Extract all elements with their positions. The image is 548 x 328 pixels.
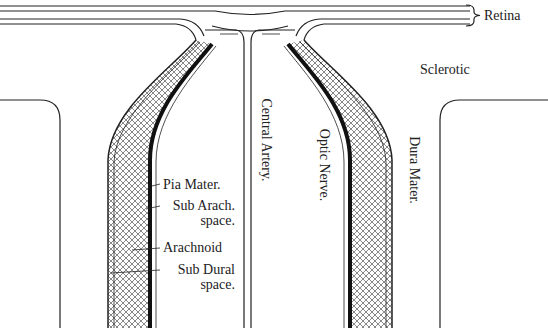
layer-label: Sub Dural space. xyxy=(163,262,235,292)
leader-line xyxy=(111,270,160,273)
retina-layer xyxy=(304,24,470,40)
bracket xyxy=(466,5,480,26)
leader-line xyxy=(152,184,160,186)
part-label: Dura Mater. xyxy=(407,136,422,204)
retina-layer xyxy=(0,5,470,6)
retina-layer xyxy=(0,19,204,36)
retina-layer xyxy=(0,11,470,15)
sclera-outline xyxy=(0,100,60,328)
sclera-outline xyxy=(440,100,548,328)
arachnoid-line xyxy=(300,42,386,328)
leader-line xyxy=(146,206,160,209)
part-label: Optic Nerve. xyxy=(317,129,332,201)
layer-label: Pia Mater. xyxy=(163,177,221,192)
part-label: Sclerotic xyxy=(420,62,470,77)
leader-line xyxy=(132,248,160,250)
layer-label: Arachnoid xyxy=(163,240,222,255)
retina-layer xyxy=(0,24,196,40)
layer-label: Sub Arach. space. xyxy=(163,198,235,228)
retina-layer xyxy=(296,19,470,36)
part-label: Retina xyxy=(484,8,521,23)
nerve-edge xyxy=(284,46,344,328)
central-artery xyxy=(251,30,295,328)
part-label: Central Artery. xyxy=(259,98,274,181)
artery-branch xyxy=(220,34,280,35)
pia-line xyxy=(288,44,350,328)
arachnoid-mesh xyxy=(288,40,392,328)
